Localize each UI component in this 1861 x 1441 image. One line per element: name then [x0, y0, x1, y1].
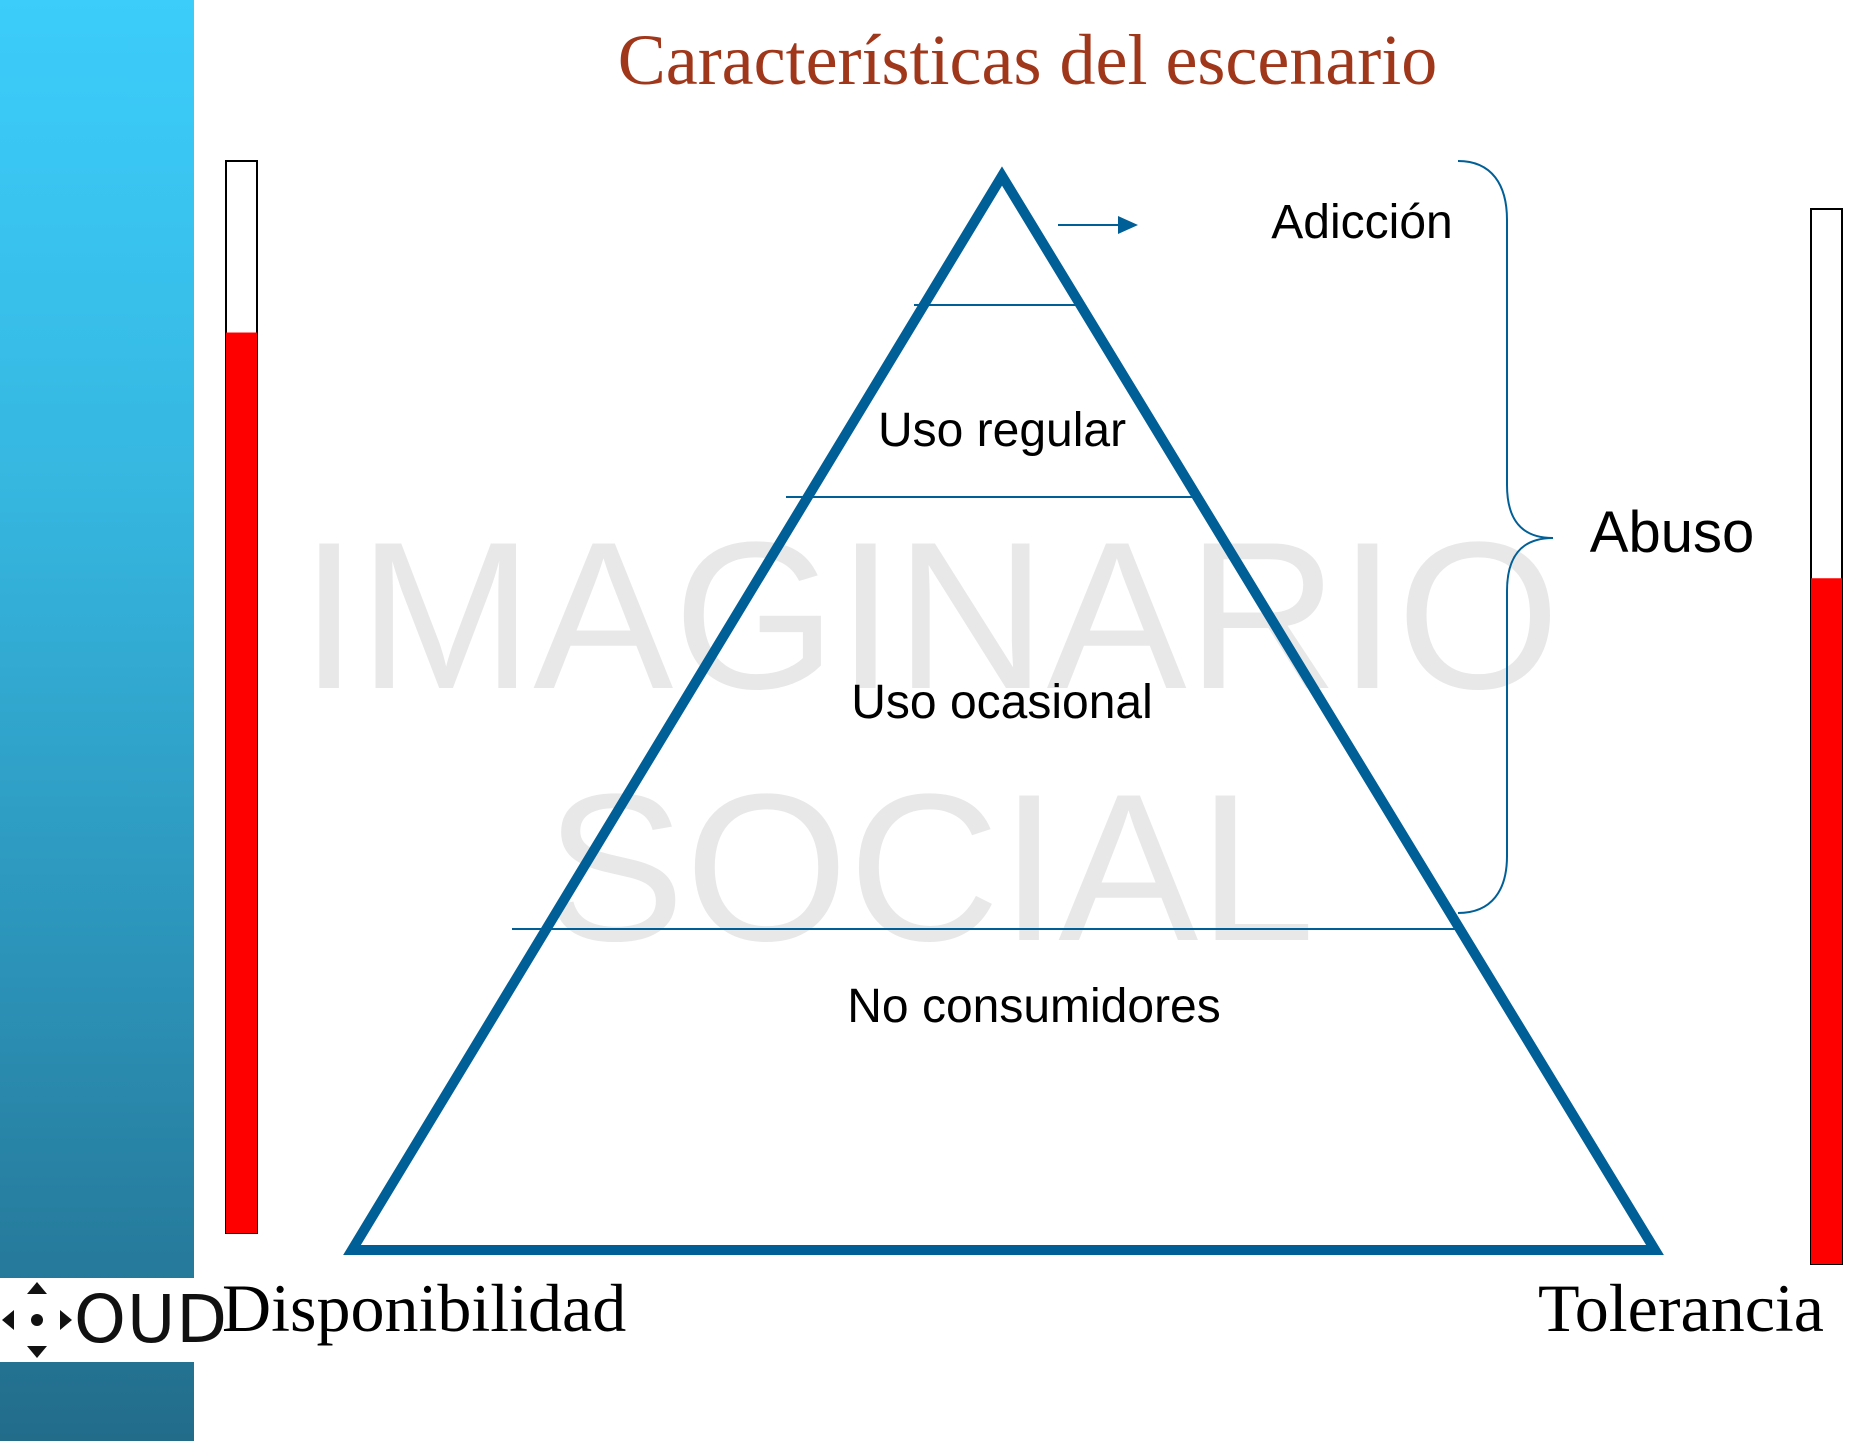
left-bar-fill	[226, 332, 257, 1233]
left-level-bar	[225, 160, 258, 1234]
watermark-line1: IMAGINARIO	[300, 498, 1560, 733]
level-label-uso-ocasional: Uso ocasional	[851, 676, 1153, 729]
left-axis-label: Disponibilidad	[222, 1270, 627, 1346]
right-axis-label: Tolerancia	[1538, 1270, 1824, 1346]
sidebar-band	[0, 0, 194, 1441]
bracket-label-abuso: Abuso	[1590, 500, 1754, 565]
level-label-uso-regular: Uso regular	[878, 404, 1126, 457]
logo-text: OUD	[74, 1281, 229, 1358]
right-level-bar	[1810, 208, 1843, 1265]
curly-brace-icon	[1457, 160, 1554, 914]
right-bar-fill	[1811, 578, 1842, 1264]
level-label-no-consumidores: No consumidores	[847, 980, 1221, 1033]
watermark-line2: SOCIAL	[545, 750, 1315, 985]
pyramid-outline	[343, 166, 1664, 1255]
page-title: Características del escenario	[617, 20, 1438, 100]
level-label-adiccion: Adicción	[1271, 196, 1452, 249]
diamond-arrows-icon	[2, 1282, 72, 1358]
arrow-right-icon	[1058, 216, 1138, 234]
logo: OUD	[0, 1278, 227, 1362]
